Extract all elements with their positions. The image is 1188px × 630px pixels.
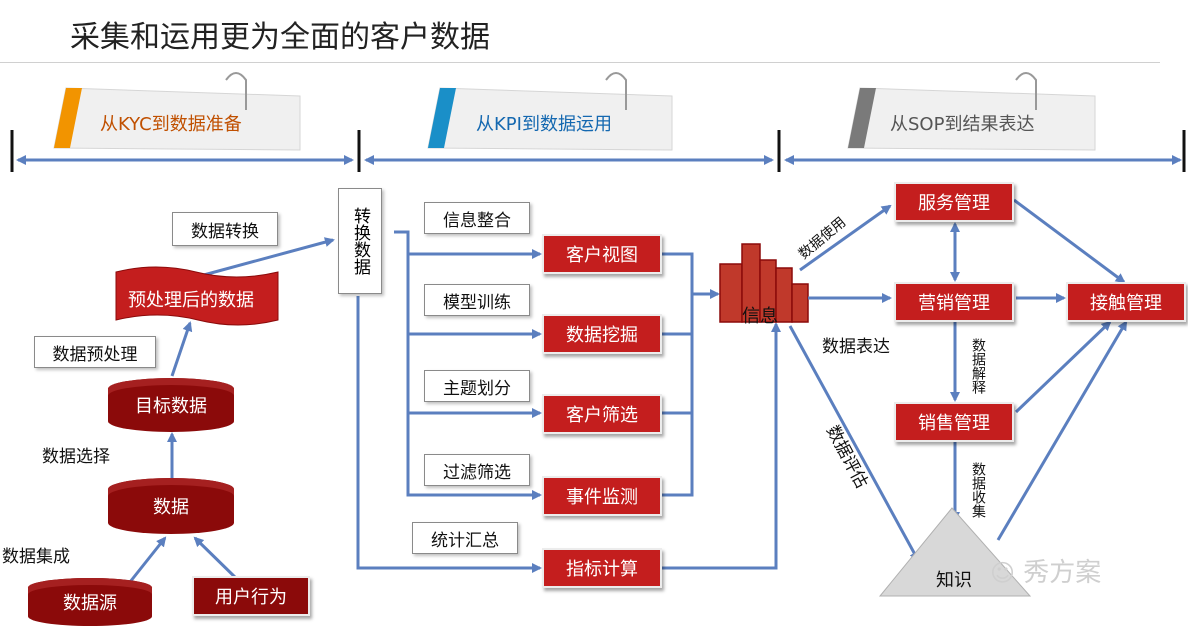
data-transform-label: 数据转换 — [172, 212, 278, 246]
right-flow-arrows — [788, 198, 1128, 562]
data-expression-label: 数据表达 — [822, 337, 890, 357]
phase-label-sop: 从SOP到结果表达 — [890, 114, 1035, 135]
convert-bracket — [356, 230, 542, 573]
knowledge-triangle — [878, 507, 1032, 597]
phase-label-kpi: 从KPI到数据运用 — [476, 114, 612, 135]
middle-to-info-arrows — [662, 252, 781, 570]
data-source-cylinder: 数据源 — [28, 578, 152, 626]
paperclip-icon — [605, 72, 627, 110]
title-divider — [0, 62, 1160, 63]
service-management-box: 服务管理 — [894, 182, 1014, 222]
data-collect-label: 数据收集 — [970, 462, 986, 518]
phase-tab-sop — [847, 72, 1096, 151]
processed-data-banner — [115, 266, 279, 326]
data-cylinder: 数据 — [108, 478, 234, 534]
customer-view-box: 客户视图 — [542, 234, 662, 274]
customer-filter-box: 客户筛选 — [542, 394, 662, 434]
data-mining-box: 数据挖掘 — [542, 314, 662, 354]
touch-management-box: 接触管理 — [1066, 282, 1186, 322]
phase-dividers — [10, 130, 1186, 172]
left-flow-arrows — [128, 237, 335, 584]
topic-division-label: 主题划分 — [424, 370, 530, 402]
paperclip-icon — [1015, 72, 1037, 110]
watermark-text: 秀方案 — [1023, 558, 1102, 588]
phase-label-kyc: 从KYC到数据准备 — [100, 114, 242, 135]
stats-summary-label: 统计汇总 — [412, 522, 518, 554]
sales-management-box: 销售管理 — [894, 402, 1014, 442]
info-label: 信息 — [742, 306, 778, 327]
event-monitor-box: 事件监测 — [542, 476, 662, 516]
metric-calc-box: 指标计算 — [542, 548, 662, 588]
info-building-icon — [719, 243, 809, 323]
wechat-icon: ☺ — [990, 559, 1016, 587]
target-data-cylinder: 目标数据 — [108, 378, 234, 432]
data-explain-label: 数据解释 — [970, 338, 986, 394]
page-title: 采集和运用更为全面的客户数据 — [70, 20, 490, 55]
data-selection-label: 数据选择 — [42, 447, 110, 467]
phase-tab-kyc — [53, 72, 301, 151]
marketing-management-box: 营销管理 — [894, 282, 1014, 322]
knowledge-label: 知识 — [936, 570, 972, 591]
data-integration-label: 数据集成 — [2, 547, 70, 567]
convert-data-box: 转换数据 — [338, 188, 382, 294]
watermark: ☺ 秀方案 — [990, 552, 1101, 589]
paperclip-icon — [225, 72, 247, 110]
processed-data-text: 预处理后的数据 — [128, 290, 254, 311]
filter-label: 过滤筛选 — [424, 454, 530, 486]
data-preprocess-label: 数据预处理 — [34, 336, 156, 368]
info-integration-label: 信息整合 — [424, 202, 530, 234]
phase-tab-kpi — [427, 72, 673, 151]
model-training-label: 模型训练 — [424, 284, 530, 316]
user-behavior-box: 用户行为 — [192, 576, 310, 616]
